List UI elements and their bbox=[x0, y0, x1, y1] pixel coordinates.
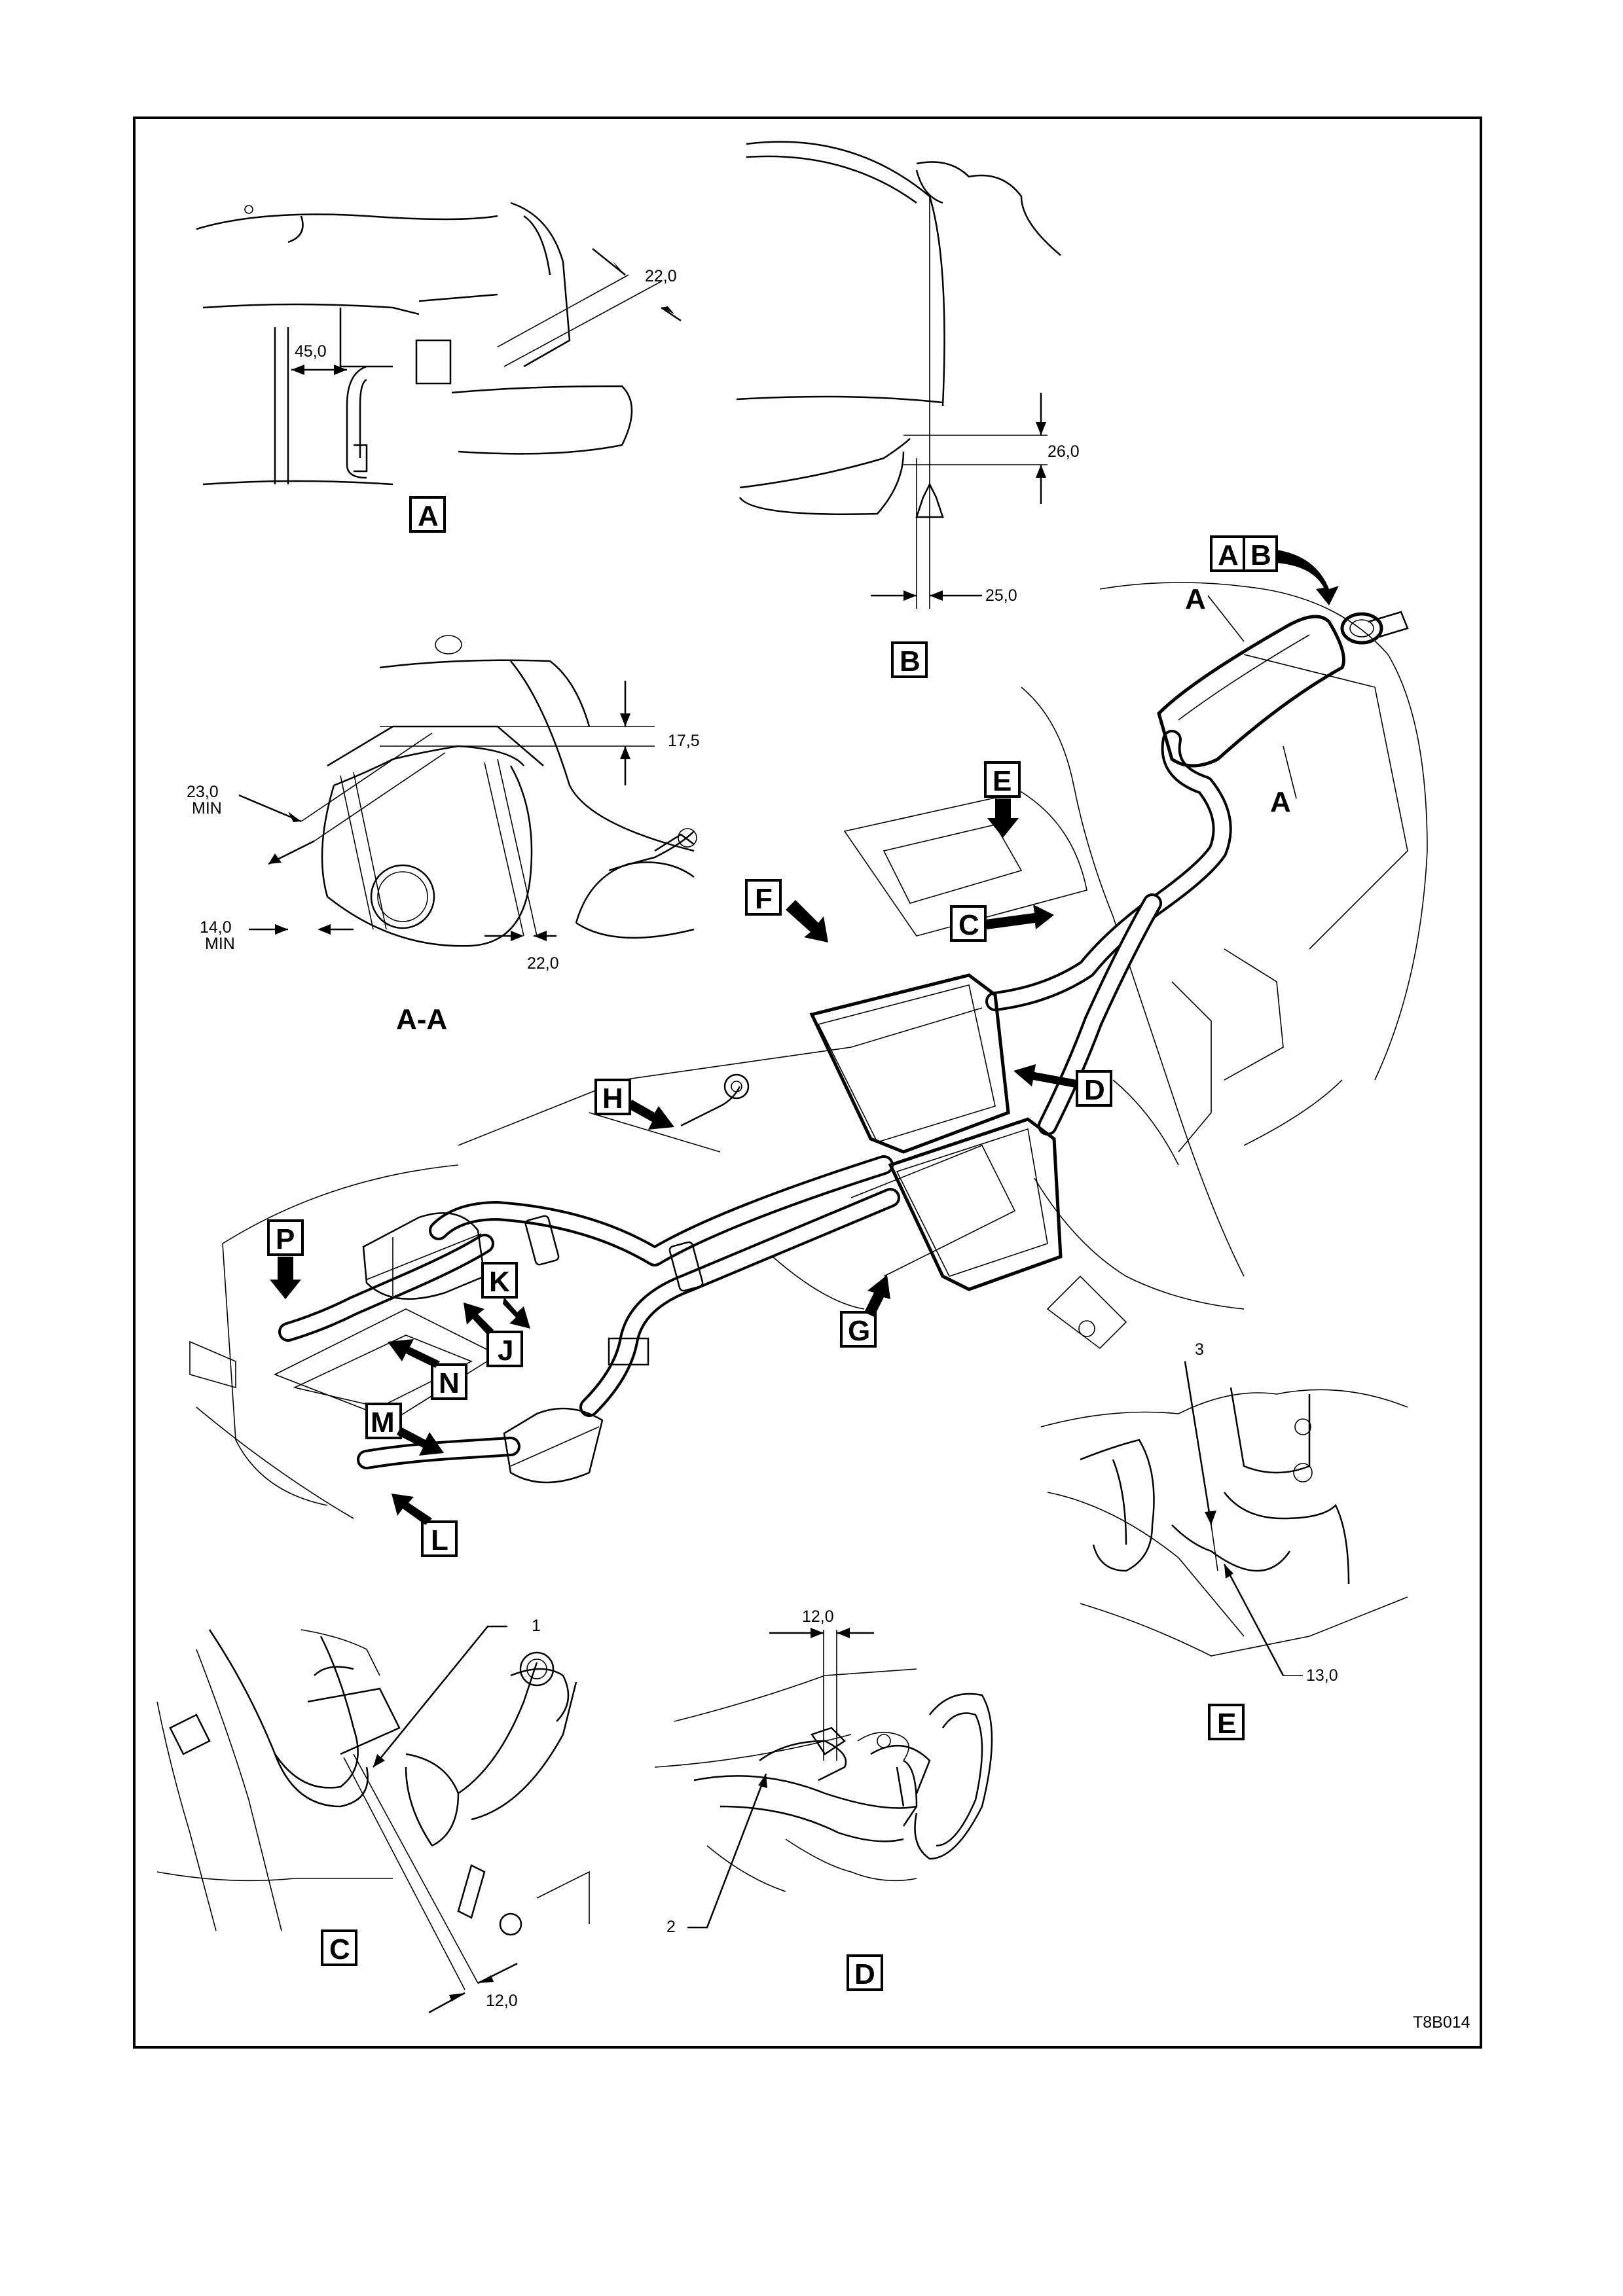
front-silencer bbox=[812, 975, 1008, 1152]
arrow-label-j: J bbox=[498, 1335, 513, 1367]
view-a-label: A bbox=[418, 500, 439, 532]
section-aa-dim-23-min: MIN bbox=[192, 799, 222, 817]
section-cut-a-top: A bbox=[1185, 583, 1206, 615]
arrow-f-icon bbox=[786, 900, 828, 942]
section-aa-label: A-A bbox=[396, 1003, 447, 1035]
arrow-label-g: G bbox=[848, 1315, 870, 1347]
section-aa-dim-23: 23,0 bbox=[187, 783, 219, 801]
view-d-callout-2: 2 bbox=[666, 1918, 676, 1936]
view-e-detail: 3 13,0 E bbox=[1041, 1340, 1408, 1740]
view-a-detail: 22,0 45,0 A bbox=[196, 203, 681, 532]
view-b-dim-25: 25,0 bbox=[985, 586, 1017, 605]
arrow-label-d: D bbox=[1084, 1074, 1105, 1106]
view-b-dim-26: 26,0 bbox=[1048, 442, 1080, 461]
section-cut-a-bottom: A bbox=[1270, 786, 1291, 818]
arrow-e-icon bbox=[987, 798, 1019, 838]
view-c-callout-1: 1 bbox=[532, 1617, 541, 1635]
arrow-label-a: A bbox=[1218, 539, 1239, 571]
view-b-detail: 26,0 25,0 B bbox=[737, 142, 1080, 677]
drawing-frame bbox=[134, 118, 1481, 2047]
arrow-label-n: N bbox=[439, 1367, 460, 1399]
arrow-label-f: F bbox=[755, 883, 773, 915]
view-d-label: D bbox=[854, 1958, 875, 1990]
view-e-dim-13: 13,0 bbox=[1306, 1666, 1338, 1685]
view-c-dim-12: 12,0 bbox=[486, 1992, 518, 2010]
arrow-p-icon bbox=[270, 1257, 301, 1299]
view-a-dim-22: 22,0 bbox=[645, 267, 677, 285]
arrow-label-e: E bbox=[993, 765, 1012, 797]
view-d-detail: 12,0 2 D bbox=[655, 1607, 992, 1990]
view-b-label: B bbox=[900, 645, 921, 677]
arrow-label-c: C bbox=[958, 909, 979, 941]
arrow-k-icon bbox=[503, 1297, 530, 1329]
arrow-label-m: M bbox=[371, 1407, 395, 1439]
arrow-label-k: K bbox=[489, 1266, 510, 1298]
view-e-label: E bbox=[1217, 1708, 1236, 1740]
section-aa-dim-14-min: MIN bbox=[205, 935, 235, 953]
section-aa-detail: 17,5 23,0 MIN 14,0 MIN 22,0 A-A bbox=[187, 636, 700, 1035]
arrow-callouts: A B E F C D H G P K bbox=[268, 537, 1339, 1556]
view-e-callout-3: 3 bbox=[1195, 1340, 1204, 1359]
arrow-j-icon bbox=[464, 1302, 494, 1335]
view-c-label: C bbox=[329, 1933, 350, 1965]
rear-silencer bbox=[1159, 617, 1344, 766]
arrow-label-b: B bbox=[1250, 539, 1271, 571]
arrow-h-icon bbox=[629, 1100, 674, 1130]
section-aa-dim-14: 14,0 bbox=[200, 918, 232, 937]
arrow-n-icon bbox=[388, 1339, 440, 1368]
view-d-dim-12: 12,0 bbox=[802, 1607, 834, 1626]
arrow-g-icon bbox=[864, 1275, 890, 1317]
section-aa-dim-22: 22,0 bbox=[527, 954, 559, 973]
drawing-code: T8B014 bbox=[1413, 2013, 1470, 2032]
arrow-label-p: P bbox=[276, 1223, 295, 1255]
centre-silencer bbox=[890, 1119, 1061, 1289]
view-c-detail: 1 12,0 C bbox=[157, 1617, 589, 2013]
section-aa-dim-17: 17,5 bbox=[668, 732, 700, 750]
arrow-label-h: H bbox=[602, 1083, 623, 1115]
arrow-label-l: L bbox=[431, 1524, 448, 1556]
view-a-dim-45: 45,0 bbox=[295, 342, 327, 361]
exhaust-system-assembly: A A bbox=[190, 583, 1427, 1518]
arrow-b-icon bbox=[1277, 550, 1339, 605]
arrow-l-icon bbox=[392, 1494, 432, 1525]
